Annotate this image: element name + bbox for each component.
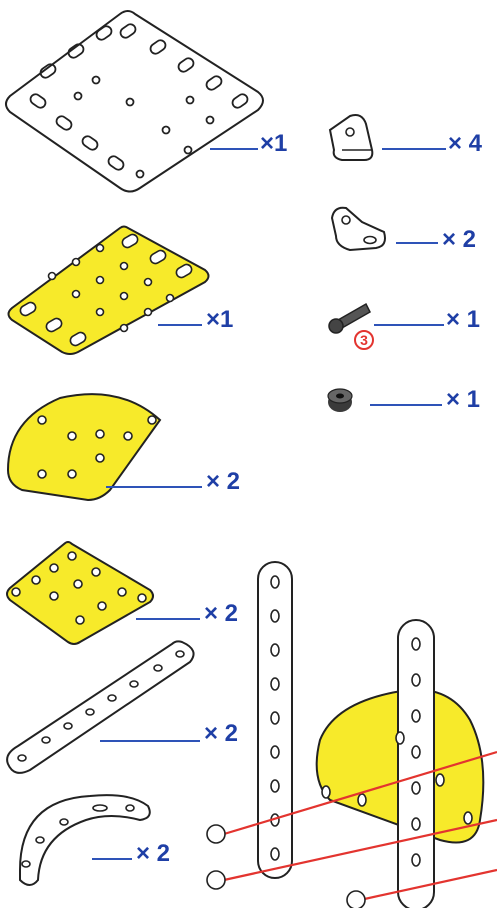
leader-line-3 [106,486,202,488]
curved-strip [19,794,151,886]
square-flat-plate [6,541,154,645]
qty-flexible-plate: ×1 [206,306,234,333]
qty-flat-strip: × 2 [204,720,239,747]
leader-line-1 [210,148,258,150]
leader-line-5 [100,740,200,742]
flexible-plate [7,225,210,355]
qty-square-flat-plate: × 2 [204,600,239,627]
leader-line-4 [136,618,200,620]
qty-bolt: × 1 [446,306,481,333]
qty-angle-bracket-obtuse: × 2 [442,226,477,253]
qty-spacer-collar: × 1 [446,386,481,413]
bolt-size-badge: 3 [354,330,374,350]
semi-circular-plate [6,393,162,502]
bolt-size-badge-label: 3 [360,332,368,348]
leader-line-r2 [396,242,438,244]
qty-curved-strip: × 2 [136,840,171,867]
qty-flat-plate-large: ×1 [260,130,288,157]
leader-line-r1 [382,148,446,150]
qty-semi-circular-plate: × 2 [206,468,241,495]
spacer-collar [327,388,353,412]
leader-line-2 [158,324,202,326]
flat-strip [6,640,195,774]
qty-angle-bracket-small: × 4 [448,130,483,157]
flat-plate-large [5,10,264,193]
leader-line-r3 [374,324,444,326]
angle-bracket-small [328,114,374,161]
bolt [328,302,371,334]
angle-bracket-obtuse [330,206,386,252]
leader-line-r4 [370,404,442,406]
assembly-diagram [206,561,497,908]
leader-line-6 [92,858,132,860]
